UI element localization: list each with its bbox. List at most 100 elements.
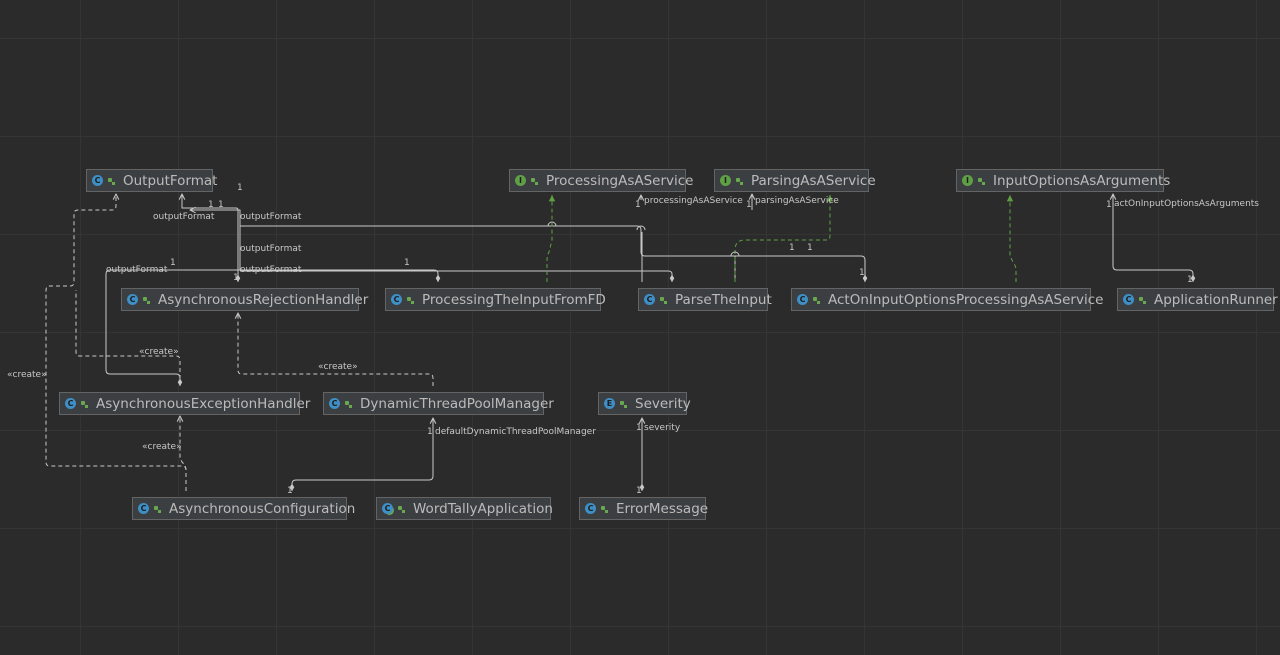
- edge-parsetheinput-outputformat[interactable]: [240, 270, 675, 282]
- multiplicity-label: 1: [636, 423, 642, 433]
- stereotype-label: «create»: [139, 347, 179, 357]
- edge-asyncexception-outputformat[interactable]: [105, 269, 240, 386]
- visibility-icon: [406, 296, 414, 304]
- node-label: ProcessingTheInputFromFD: [422, 291, 606, 308]
- stereotype-label: «create»: [142, 442, 182, 452]
- stereotype-label: «create»: [318, 362, 358, 372]
- node-parsetheinput[interactable]: C ParseTheInput: [638, 288, 772, 311]
- class-icon: C: [391, 294, 402, 305]
- visibility-icon: [107, 177, 115, 185]
- node-asyncconfiguration[interactable]: C AsynchronousConfiguration: [132, 497, 355, 520]
- visibility-icon: [80, 400, 88, 408]
- realization-actoninput-inputoptions[interactable]: [1006, 195, 1017, 282]
- multiplicity-label: 1: [170, 258, 176, 268]
- class-icon: C: [138, 503, 149, 514]
- dependency-create-asyncconfig-rejection[interactable]: [45, 194, 187, 491]
- role-label: processingAsAService: [644, 196, 743, 206]
- multiplicity-label: 1: [287, 486, 293, 496]
- role-label: severity: [644, 423, 681, 433]
- realization-parsetheinput-parsing[interactable]: [734, 195, 834, 282]
- node-label: ParseTheInput: [675, 291, 772, 308]
- class-icon: C: [585, 503, 596, 514]
- multiplicity-label: 1: [1187, 275, 1193, 285]
- visibility-icon: [1138, 296, 1146, 304]
- node-label: WordTallyApplication: [413, 500, 553, 517]
- dependency-create-exception-outputformat[interactable]: [75, 290, 181, 386]
- multiplicity-label: 1: [635, 200, 641, 210]
- visibility-icon: [142, 296, 150, 304]
- interface-icon: I: [720, 175, 731, 186]
- enum-icon: E: [604, 398, 615, 409]
- edge-actoninput-outputformat[interactable]: [240, 225, 868, 282]
- visibility-icon: [735, 177, 743, 185]
- edge-asyncconfig-pool[interactable]: [292, 418, 433, 491]
- node-label: InputOptionsAsArguments: [993, 172, 1171, 189]
- interface-icon: I: [962, 175, 973, 186]
- node-parsingasaservice[interactable]: I ParsingAsAService: [714, 169, 876, 192]
- node-label: AsynchronousConfiguration: [169, 500, 356, 517]
- class-icon: C: [92, 175, 103, 186]
- dependency-create-pool-rejection[interactable]: [238, 313, 434, 386]
- dependency-create-asyncconfig-exception[interactable]: [180, 416, 187, 491]
- role-label: defaultDynamicThreadPoolManager: [435, 427, 596, 437]
- role-label: outputFormat: [153, 212, 215, 222]
- class-icon: C: [65, 398, 76, 409]
- multiplicity-label: 1: [208, 200, 214, 210]
- node-label: ProcessingAsAService: [546, 172, 694, 189]
- multiplicity-label: 1: [427, 427, 433, 437]
- class-icon: C: [329, 398, 340, 409]
- multiplicity-label: 1: [233, 273, 239, 283]
- node-dynamicthreadpoolmanager[interactable]: C DynamicThreadPoolManager: [323, 392, 554, 415]
- role-label: outputFormat: [240, 212, 302, 222]
- visibility-icon: [397, 505, 405, 513]
- visibility-icon: [530, 177, 538, 185]
- multiplicity-label: 1: [746, 200, 752, 210]
- visibility-icon: [153, 505, 161, 513]
- multiplicity-label: 1: [789, 243, 795, 253]
- multiplicity-label: 1: [807, 243, 813, 253]
- line-hop-2: [730, 251, 740, 257]
- multiplicity-label: 1: [218, 200, 224, 210]
- visibility-icon: [659, 296, 667, 304]
- line-hop-3: [636, 225, 646, 231]
- visibility-icon: [812, 296, 820, 304]
- realization-processingfd-processing[interactable]: [546, 195, 556, 282]
- node-inputoptionsasarguments[interactable]: I InputOptionsAsArguments: [956, 169, 1170, 192]
- multiplicity-label: 1: [636, 486, 642, 496]
- role-label: parsingAsAService: [755, 196, 839, 206]
- multiplicity-label: 1: [404, 258, 410, 268]
- role-label: actOnInputOptionsAsArguments: [1114, 199, 1259, 209]
- node-label: AsynchronousRejectionHandler: [158, 291, 369, 308]
- node-label: DynamicThreadPoolManager: [360, 395, 554, 412]
- class-icon: C: [1123, 294, 1134, 305]
- node-label: ParsingAsAService: [751, 172, 876, 189]
- node-label: OutputFormat: [123, 172, 218, 189]
- role-label: outputFormat: [106, 265, 168, 275]
- visibility-icon: [619, 400, 627, 408]
- node-asyncexceptionhandler[interactable]: C AsynchronousExceptionHandler: [59, 392, 310, 415]
- edge-applicationrunner-inputoptions[interactable]: [1113, 194, 1193, 282]
- edge-processingfd-outputformat[interactable]: [190, 210, 438, 282]
- node-processingtheinputfromfd[interactable]: C ProcessingTheInputFromFD: [385, 288, 606, 311]
- app-icon: C: [382, 503, 393, 514]
- role-label: outputFormat: [240, 265, 302, 275]
- multiplicity-label: 1: [237, 183, 243, 193]
- multiplicity-label: 1: [1106, 200, 1112, 210]
- node-wordtallyapplication[interactable]: C WordTallyApplication: [376, 497, 553, 520]
- node-label: AsynchronousExceptionHandler: [96, 395, 311, 412]
- node-label: ApplicationRunner: [1154, 291, 1278, 308]
- stereotype-label: «create»: [7, 370, 47, 380]
- node-outputformat[interactable]: C OutputFormat: [86, 169, 217, 192]
- visibility-icon: [344, 400, 352, 408]
- role-label: outputFormat: [240, 244, 302, 254]
- class-icon: C: [644, 294, 655, 305]
- visibility-icon: [600, 505, 608, 513]
- node-applicationrunner[interactable]: C ApplicationRunner: [1117, 288, 1278, 311]
- class-icon: C: [797, 294, 808, 305]
